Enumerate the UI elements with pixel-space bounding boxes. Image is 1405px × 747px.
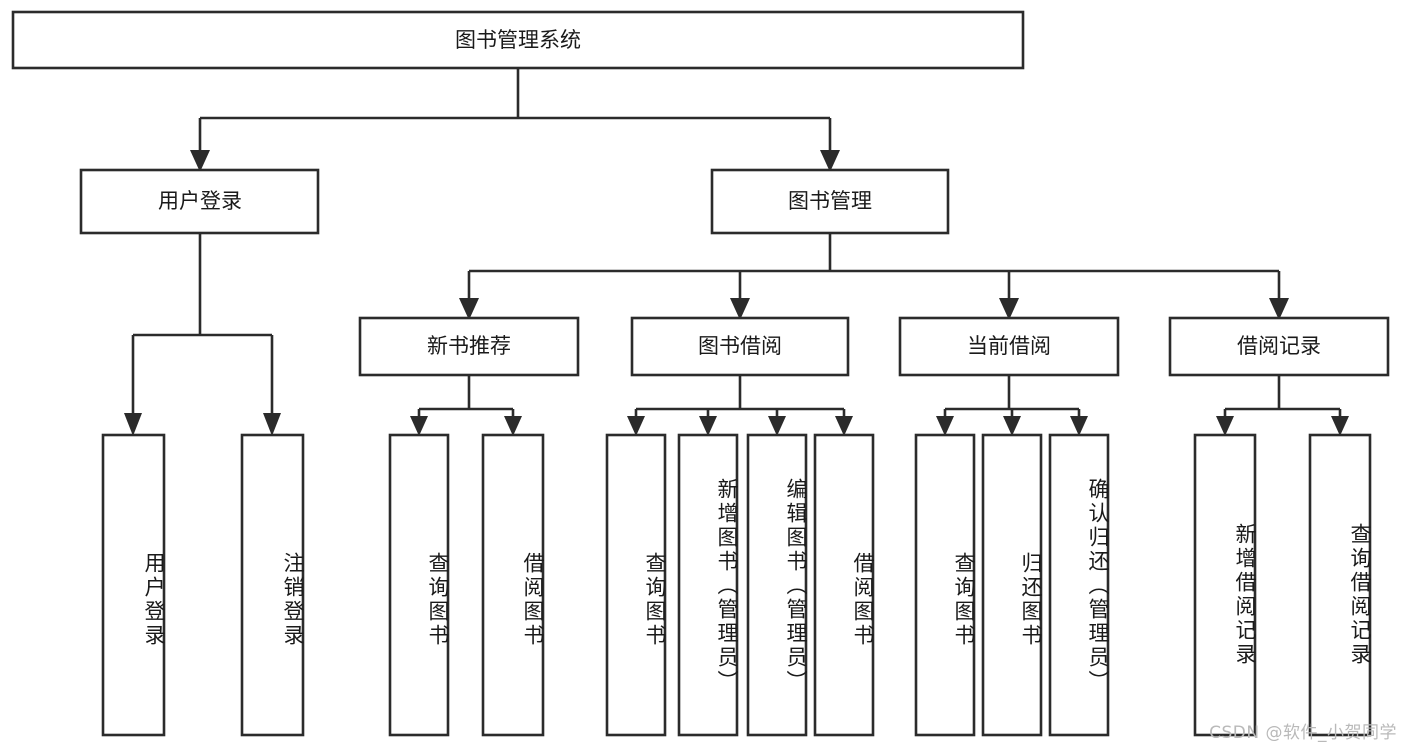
- arrow-book-borrow-to-leaf4: [835, 416, 853, 436]
- node-book-borrow-box[interactable]: [630, 316, 850, 377]
- arrow-book-borrow-to-leaf3: [768, 416, 786, 436]
- node-new-book-recommend-box[interactable]: [358, 316, 580, 377]
- node-current-borrow-label: 当前借阅: [967, 334, 1051, 358]
- leaf-confirm-return-box[interactable]: [1048, 433, 1110, 737]
- node-user-login-label: 用户登录: [158, 189, 242, 213]
- arrow-bm-to-book-borrow: [730, 298, 750, 320]
- arrow-bm-to-new-book: [459, 298, 479, 320]
- arrow-new-book-to-leaf1: [410, 416, 428, 436]
- node-book-borrow-label: 图书借阅: [698, 334, 782, 358]
- node-new-book-recommend[interactable]: 新书推荐: [358, 316, 580, 377]
- arrow-current-borrow-to-leaf3: [1070, 416, 1088, 436]
- leaf-add-record-box[interactable]: [1193, 433, 1257, 737]
- arrow-new-book-to-leaf2: [504, 416, 522, 436]
- arrow-bm-to-current-borrow: [999, 298, 1019, 320]
- node-new-book-recommend-label: 新书推荐: [427, 334, 511, 358]
- node-book-management-label: 图书管理: [788, 189, 872, 213]
- leaf-return-book-box[interactable]: [981, 433, 1043, 737]
- arrow-book-borrow-to-leaf1: [627, 416, 645, 436]
- leaf-query-book-1-box[interactable]: [388, 433, 450, 737]
- node-root-label: 图书管理系统: [455, 28, 581, 52]
- arrow-borrow-records-to-leaf2: [1331, 416, 1349, 436]
- node-root[interactable]: 图书管理系统: [11, 10, 1025, 70]
- leaf-user-login-box[interactable]: [101, 433, 166, 737]
- arrow-root-to-book-management: [820, 150, 840, 172]
- arrow-current-borrow-to-leaf2: [1003, 416, 1021, 436]
- arrow-root-to-user-login: [190, 150, 210, 172]
- node-layer: 图书管理系统 用户登录 图书管理 新书推荐 图书借阅: [11, 10, 1390, 737]
- leaf-edit-book-box[interactable]: [746, 433, 808, 737]
- arrow-bm-to-borrow-records: [1269, 298, 1289, 320]
- leaf-query-record-box[interactable]: [1308, 433, 1372, 737]
- node-book-borrow[interactable]: 图书借阅: [630, 316, 850, 377]
- node-current-borrow-box[interactable]: [898, 316, 1120, 377]
- arrow-borrow-records-to-leaf1: [1216, 416, 1234, 436]
- connector-layer: [124, 68, 1349, 436]
- leaf-borrow-book-2-box[interactable]: [813, 433, 875, 737]
- arrow-current-borrow-to-leaf1: [936, 416, 954, 436]
- arrow-book-borrow-to-leaf2: [699, 416, 717, 436]
- node-borrow-records[interactable]: 借阅记录: [1168, 316, 1390, 377]
- leaf-user-logout-box[interactable]: [240, 433, 305, 737]
- node-book-management-box[interactable]: [710, 168, 950, 235]
- node-borrow-records-label: 借阅记录: [1237, 334, 1321, 358]
- leaf-query-book-2-box[interactable]: [605, 433, 667, 737]
- watermark: CSDN @软件_小贺同学: [1209, 723, 1397, 743]
- node-user-login-box[interactable]: [79, 168, 320, 235]
- node-user-login[interactable]: 用户登录: [79, 168, 320, 235]
- arrow-user-login-to-leaf1: [124, 413, 142, 436]
- leaf-add-book-box[interactable]: [677, 433, 739, 737]
- node-current-borrow[interactable]: 当前借阅: [898, 316, 1120, 377]
- leaf-borrow-book-1-box[interactable]: [481, 433, 545, 737]
- node-book-management[interactable]: 图书管理: [710, 168, 950, 235]
- leaf-query-book-3-box[interactable]: [914, 433, 976, 737]
- node-root-box[interactable]: [11, 10, 1025, 70]
- node-borrow-records-box[interactable]: [1168, 316, 1390, 377]
- arrow-user-login-to-leaf2: [263, 413, 281, 436]
